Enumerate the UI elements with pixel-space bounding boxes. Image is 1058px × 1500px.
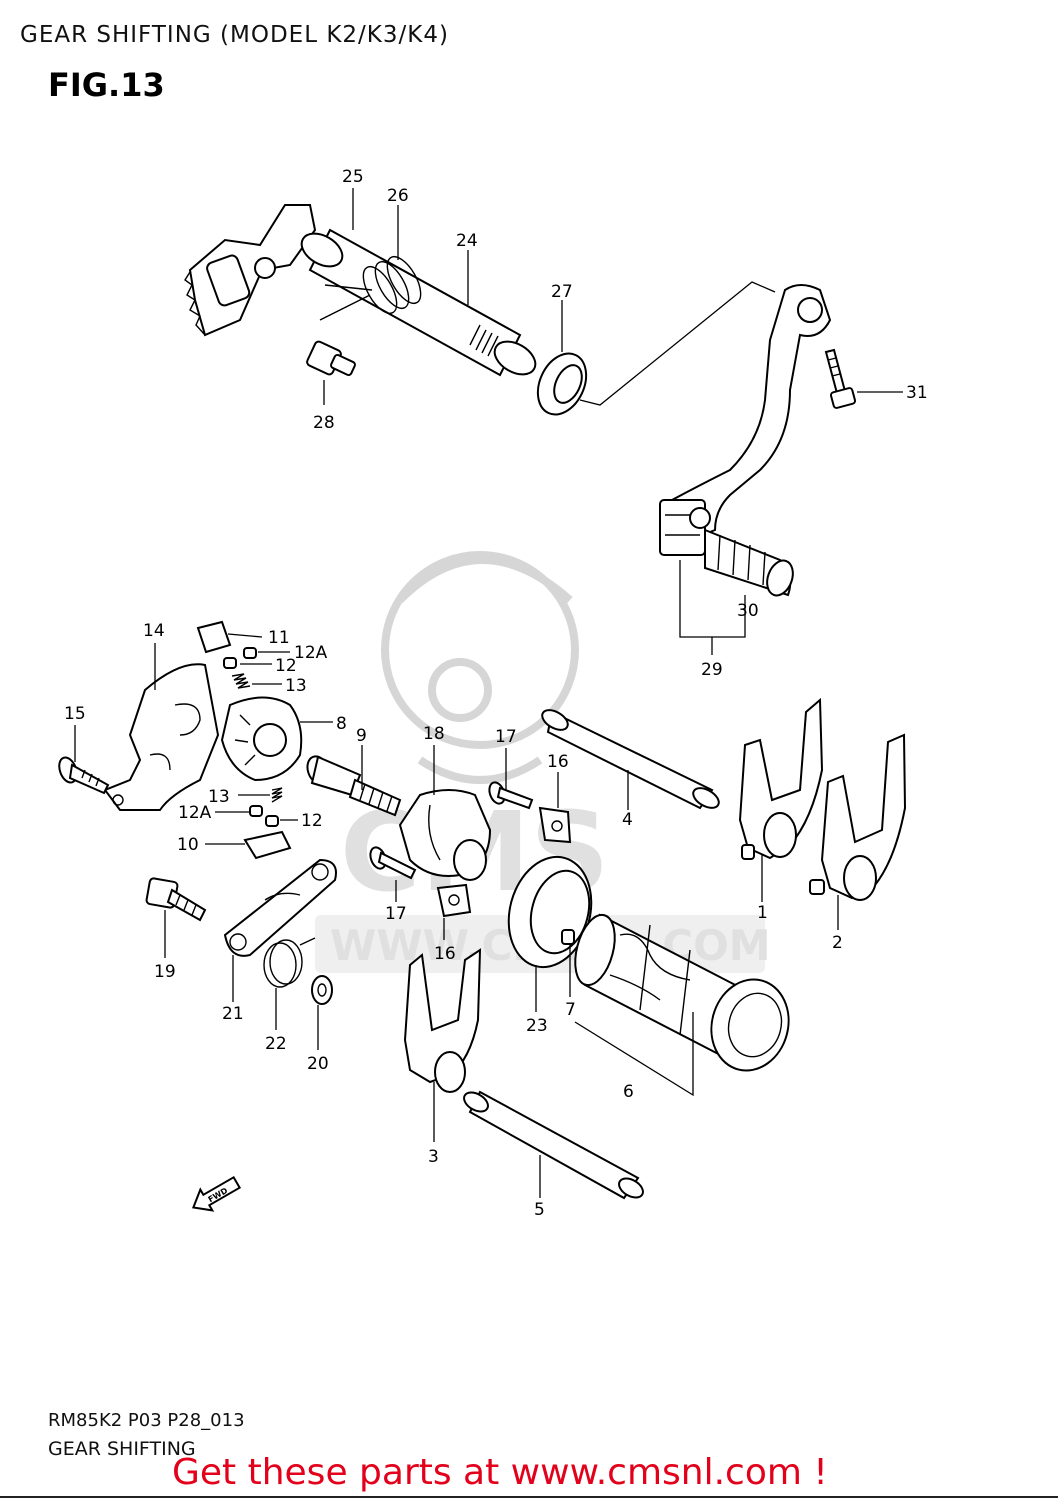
callout-12A-low: 12A (178, 803, 212, 823)
callout-15: 15 (64, 704, 86, 724)
part-26-return-spring (319, 255, 422, 321)
part-7-pin (561, 929, 575, 945)
callout-12-low: 12 (301, 811, 323, 831)
callout-3: 3 (428, 1147, 439, 1167)
callout-22: 22 (265, 1034, 287, 1054)
part-27-oil-seal (536, 352, 588, 416)
leader-lines (74, 188, 903, 1198)
shop-link-banner[interactable]: Get these parts at www.cmsnl.com ! (172, 1452, 828, 1493)
callout-1: 1 (757, 903, 768, 923)
part-25-shift-shaft-arm (184, 204, 317, 337)
part-22-spring (263, 937, 316, 988)
part-14-stopper-plate (103, 663, 220, 811)
part-16-plate-low (436, 883, 472, 918)
callout-16-top: 16 (547, 752, 569, 772)
callout-14: 14 (143, 621, 165, 641)
page-title: GEAR SHIFTING (MODEL K2/K3/K4) (20, 22, 449, 48)
callout-12A-top: 12A (294, 643, 328, 663)
part-31-lever-bolt (824, 348, 857, 409)
part-24-shift-shaft (300, 228, 537, 377)
callout-13-top: 13 (285, 676, 307, 696)
callout-10: 10 (177, 835, 199, 855)
part-11-cam-stopper (196, 620, 232, 654)
callout-28: 28 (313, 413, 335, 433)
callout-9: 9 (356, 726, 367, 746)
fwd-arrow-icon: FWD (191, 1175, 242, 1212)
callout-18: 18 (423, 724, 445, 744)
callout-4: 4 (622, 810, 633, 830)
part-3-shift-fork (403, 948, 482, 1093)
callout-13-low: 13 (208, 787, 230, 807)
drawing-caption: GEAR SHIFTING (48, 1438, 196, 1460)
part-2-shift-fork (809, 733, 907, 901)
part-16-plate-top (538, 806, 572, 844)
part-13-spring-top (231, 673, 251, 689)
callout-20: 20 (307, 1054, 329, 1074)
part-8-cam-plate (220, 696, 303, 782)
part-29-gearshift-lever (659, 284, 832, 597)
part-21-shift-arm (223, 858, 337, 957)
part-17-screw-low (369, 846, 417, 880)
callout-26: 26 (387, 186, 409, 206)
callout-5: 5 (534, 1200, 545, 1220)
part-12-pin-top (223, 647, 257, 669)
part-6-cam-drum (574, 913, 790, 1072)
part-4-fork-shaft (541, 709, 720, 810)
part-15-screw (58, 756, 110, 795)
part-13-spring-low (271, 787, 283, 803)
part-20-washer (311, 975, 333, 1005)
callout-6: 6 (623, 1082, 634, 1102)
callout-labels: 25 26 24 27 28 31 30 29 14 11 12A 12 13 … (64, 167, 928, 1220)
part-12-pin-low (265, 815, 279, 827)
callout-2: 2 (832, 933, 843, 953)
callout-12-top: 12 (275, 656, 297, 676)
callout-27: 27 (551, 282, 573, 302)
part-17-screw-top (488, 781, 534, 810)
callout-8: 8 (336, 714, 347, 734)
bottom-divider (0, 1496, 1058, 1498)
callout-16-low: 16 (434, 944, 456, 964)
callout-23: 23 (526, 1016, 548, 1036)
part-28-stopper-bolt (306, 340, 356, 377)
callout-11: 11 (268, 628, 290, 648)
callout-24: 24 (456, 231, 478, 251)
callout-17-low: 17 (385, 904, 407, 924)
callout-17-top: 17 (495, 727, 517, 747)
callout-19: 19 (154, 962, 176, 982)
figure-number: FIG.13 (48, 66, 165, 104)
part-5-fork-shaft (463, 1090, 644, 1200)
part-12A-pin-low (249, 805, 263, 817)
callout-7: 7 (565, 1000, 576, 1020)
callout-31: 31 (906, 383, 928, 403)
callout-21: 21 (222, 1004, 244, 1024)
callout-25: 25 (342, 167, 364, 187)
callout-30: 30 (737, 601, 759, 621)
part-1-shift-fork (738, 697, 824, 860)
part-19-bolt (145, 877, 207, 922)
part-10-stopper (243, 830, 292, 860)
drawing-code: RM85K2 P03 P28_013 (48, 1410, 245, 1431)
callout-29: 29 (701, 660, 723, 680)
part-18-cam-guide (398, 789, 492, 881)
